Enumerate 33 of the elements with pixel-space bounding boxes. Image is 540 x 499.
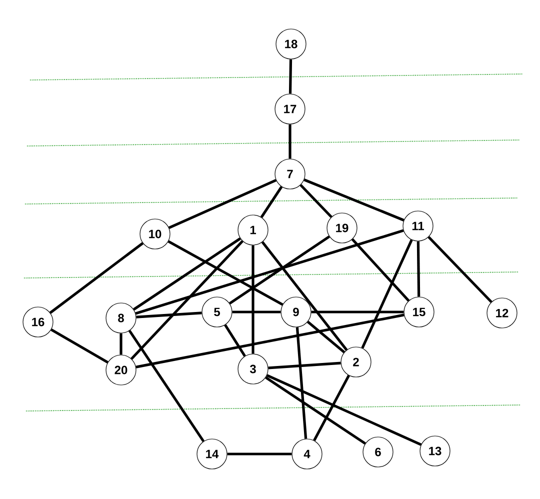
- edge-line: [304, 178, 404, 222]
- edge-line: [130, 240, 244, 360]
- edge-line: [306, 320, 346, 354]
- edge-line: [288, 59, 292, 94]
- edge-line: [296, 327, 308, 439]
- edge-line: [351, 238, 410, 302]
- edge-line: [228, 235, 330, 305]
- edge-line: [260, 186, 283, 218]
- edge-line: [361, 239, 413, 349]
- edge-line: [428, 236, 492, 303]
- edge-line: [265, 376, 366, 445]
- edge-line: [135, 229, 404, 315]
- edge-line: [136, 314, 404, 368]
- edge-line: [133, 237, 241, 311]
- edge-line: [168, 179, 277, 229]
- edge-line: [232, 310, 281, 314]
- edge-line: [252, 245, 254, 354]
- edge-line: [261, 241, 348, 351]
- edge-line: [168, 240, 284, 306]
- edge-line: [227, 452, 292, 456]
- edge-line: [311, 310, 404, 314]
- edge-line: [49, 242, 144, 314]
- edge-line: [266, 374, 422, 446]
- edge-line: [120, 333, 122, 355]
- edge-line: [128, 330, 205, 442]
- edge-line: [136, 312, 202, 318]
- edge-line: [300, 184, 332, 218]
- edge-line: [313, 374, 350, 442]
- edge-line: [224, 324, 246, 357]
- edge-line: [288, 124, 292, 159]
- edge-line: [50, 328, 108, 364]
- edge-line: [268, 362, 341, 370]
- edge-line: [416, 241, 420, 297]
